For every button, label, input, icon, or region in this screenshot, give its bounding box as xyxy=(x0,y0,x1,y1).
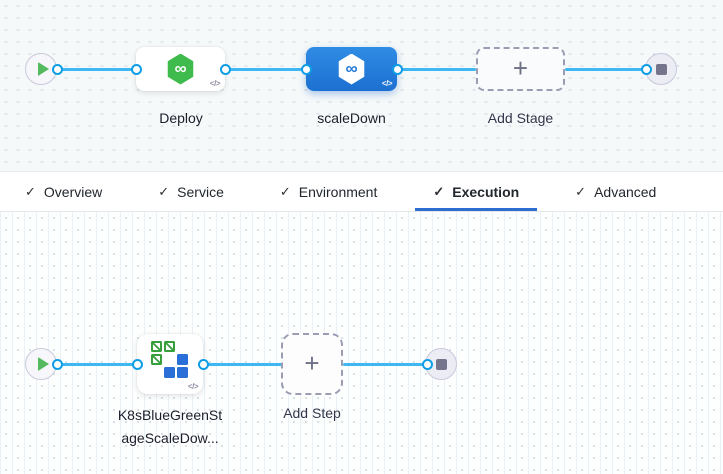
step-label: K8sBlueGreenSt ageScaleDow... xyxy=(110,404,230,450)
stage-label-deploy: Deploy xyxy=(159,110,203,126)
stage-label-scaledown: scaleDown xyxy=(317,110,386,126)
edge-line xyxy=(343,362,427,366)
tab-advanced[interactable]: ✓ Advanced xyxy=(557,172,674,211)
connector-port xyxy=(391,63,403,75)
code-icon: </> xyxy=(381,79,393,88)
check-icon: ✓ xyxy=(279,183,291,199)
tab-label: Environment xyxy=(298,183,378,200)
harness-cd-icon: ∞ xyxy=(167,53,194,85)
tab-label: Advanced xyxy=(594,183,657,200)
harness-cd-icon: ∞ xyxy=(338,53,365,85)
stage-card-deploy[interactable]: ∞ </> xyxy=(136,47,225,91)
plus-icon: + xyxy=(512,53,529,83)
play-icon xyxy=(37,62,49,76)
connector-port xyxy=(219,63,231,75)
connector-port xyxy=(300,63,312,75)
stage-card-scaledown[interactable]: ∞ </> xyxy=(306,47,397,91)
tab-execution[interactable]: ✓ Execution xyxy=(415,172,537,211)
step-card-k8s-bg-scaledown[interactable]: </> xyxy=(137,334,203,394)
edge-line xyxy=(57,67,136,71)
add-step-label: Add Step xyxy=(283,405,341,421)
step-label-line2: ageScaleDow... xyxy=(121,430,219,446)
tab-label: Service xyxy=(177,183,224,200)
connector-port xyxy=(640,63,652,75)
connector-port xyxy=(51,358,63,370)
edge-line xyxy=(565,67,646,71)
edge-line xyxy=(203,362,282,366)
stop-icon xyxy=(435,358,447,370)
check-icon: ✓ xyxy=(25,183,36,199)
add-stage-button[interactable]: + xyxy=(476,47,565,91)
connector-port xyxy=(197,358,209,370)
connector-port xyxy=(51,63,63,75)
k8s-blue-green-scale-down-icon xyxy=(151,341,188,378)
connector-port xyxy=(130,63,142,75)
check-icon: ✓ xyxy=(158,183,170,199)
edge-line xyxy=(225,67,306,71)
plus-icon: + xyxy=(304,348,320,378)
tab-service[interactable]: ✓ Service xyxy=(140,172,242,211)
tab-environment[interactable]: ✓ Environment xyxy=(262,172,396,211)
connector-port xyxy=(131,358,143,370)
edge-line xyxy=(57,362,137,366)
execution-graph-canvas: </> + K8sBlueGreenSt ageScaleDow... Add … xyxy=(0,212,723,474)
connector-port xyxy=(421,358,433,370)
stage-graph-canvas: ∞ </> ∞ </> + Deploy scaleDown Add Stage xyxy=(0,0,723,171)
stage-tab-bar: ✓ Overview ✓ Service ✓ Environment ✓ Exe… xyxy=(0,171,723,212)
check-icon: ✓ xyxy=(433,183,445,199)
step-label-line1: K8sBlueGreenSt xyxy=(117,407,223,423)
stop-icon xyxy=(655,63,667,75)
tab-label: Execution xyxy=(452,183,520,200)
add-stage-label: Add Stage xyxy=(487,110,554,126)
play-icon xyxy=(37,357,49,371)
code-icon: </> xyxy=(209,79,221,88)
tab-overview[interactable]: ✓ Overview xyxy=(7,172,120,211)
code-icon: </> xyxy=(187,382,199,391)
check-icon: ✓ xyxy=(575,183,587,199)
edge-line xyxy=(397,67,476,71)
add-step-button[interactable]: + xyxy=(281,333,343,395)
tab-label: Overview xyxy=(43,183,103,200)
